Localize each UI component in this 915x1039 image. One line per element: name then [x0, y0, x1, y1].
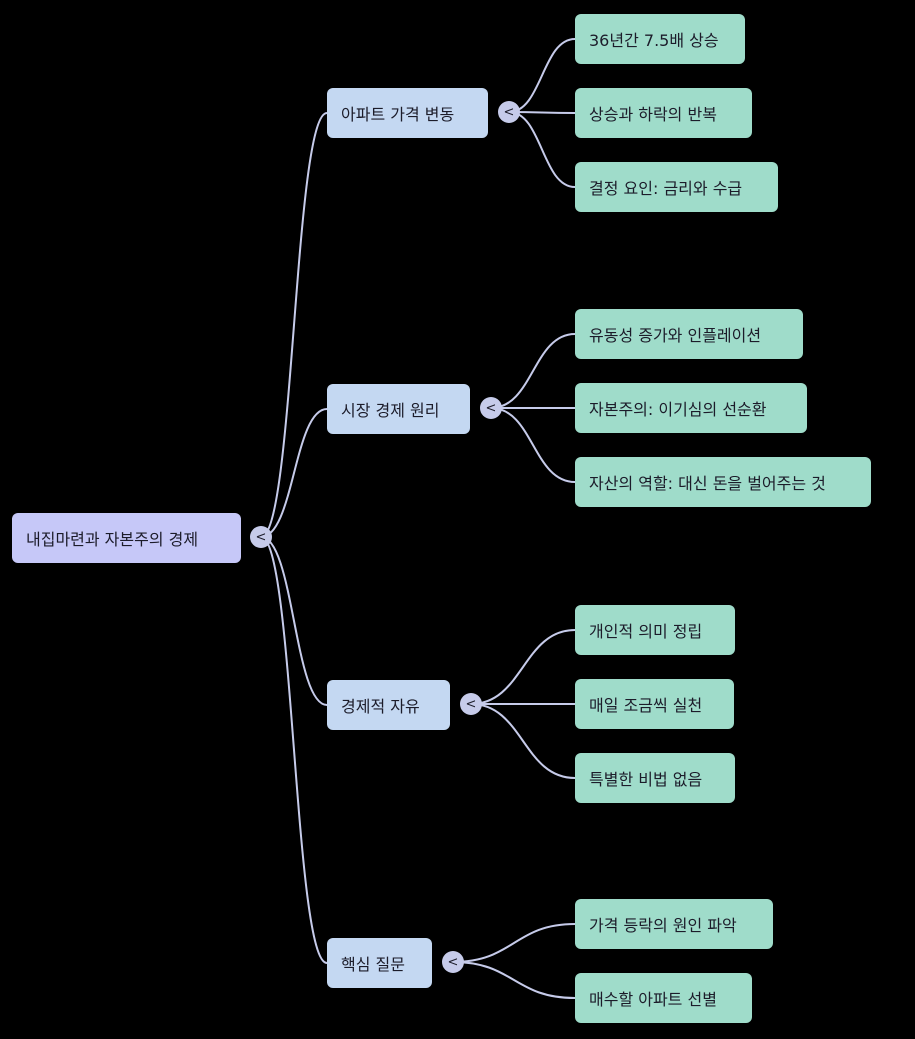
branch-node-apartment-price[interactable]: 아파트 가격 변동 — [327, 88, 488, 138]
collapse-toggle-branch[interactable]: < — [480, 397, 502, 419]
leaf-label: 개인적 의미 정립 — [589, 622, 703, 641]
edge-branch-to-leaf — [508, 38, 576, 113]
leaf-node[interactable]: 개인적 의미 정립 — [575, 605, 735, 655]
edge-branch-to-leaf — [452, 923, 576, 963]
collapse-toggle-branch[interactable]: < — [460, 693, 482, 715]
collapse-toggle-branch[interactable]: < — [498, 101, 520, 123]
root-label: 내집마련과 자본주의 경제 — [26, 530, 199, 549]
branch-node-economic-freedom[interactable]: 경제적 자유 — [327, 680, 450, 730]
leaf-label: 특별한 비법 없음 — [589, 770, 703, 789]
edge-root-to-branch — [260, 536, 328, 706]
branch-node-key-questions[interactable]: 핵심 질문 — [327, 938, 432, 988]
edge-branch-to-leaf — [490, 407, 576, 483]
branch-label: 경제적 자유 — [341, 697, 420, 716]
leaf-node[interactable]: 특별한 비법 없음 — [575, 753, 735, 803]
leaf-node[interactable]: 가격 등락의 원인 파악 — [575, 899, 773, 949]
leaf-label: 매일 조금씩 실천 — [589, 696, 703, 715]
collapse-toggle-branch[interactable]: < — [442, 951, 464, 973]
edge-branch-to-leaf — [508, 111, 576, 188]
leaf-node[interactable]: 매일 조금씩 실천 — [575, 679, 734, 729]
leaf-label: 가격 등락의 원인 파악 — [589, 916, 737, 935]
leaf-label: 결정 요인: 금리와 수급 — [589, 179, 743, 198]
edge-branch-to-leaf — [470, 703, 576, 779]
edge-root-to-branch — [260, 408, 328, 538]
leaf-label: 상승과 하락의 반복 — [589, 105, 717, 124]
leaf-node[interactable]: 36년간 7.5배 상승 — [575, 14, 745, 64]
branch-label: 핵심 질문 — [341, 955, 405, 974]
leaf-node[interactable]: 유동성 증가와 인플레이션 — [575, 309, 803, 359]
leaf-label: 36년간 7.5배 상승 — [589, 31, 719, 50]
leaf-node[interactable]: 결정 요인: 금리와 수급 — [575, 162, 778, 212]
edge-branch-to-leaf — [452, 961, 576, 999]
leaf-node[interactable]: 상승과 하락의 반복 — [575, 88, 752, 138]
branch-label: 시장 경제 원리 — [341, 401, 440, 420]
edge-root-to-branch — [260, 112, 328, 538]
edge-branch-to-leaf — [490, 333, 576, 409]
leaf-label: 유동성 증가와 인플레이션 — [589, 326, 762, 345]
leaf-label: 자본주의: 이기심의 선순환 — [589, 400, 767, 419]
collapse-toggle-root[interactable]: < — [250, 526, 272, 548]
leaf-label: 자산의 역할: 대신 돈을 벌어주는 것 — [589, 474, 826, 493]
root-node[interactable]: 내집마련과 자본주의 경제 — [12, 513, 241, 563]
leaf-node[interactable]: 자산의 역할: 대신 돈을 벌어주는 것 — [575, 457, 871, 507]
leaf-label: 매수할 아파트 선별 — [589, 990, 717, 1009]
edge-branch-to-leaf — [470, 629, 576, 705]
edge-root-to-branch — [260, 536, 328, 964]
leaf-node[interactable]: 매수할 아파트 선별 — [575, 973, 752, 1023]
leaf-node[interactable]: 자본주의: 이기심의 선순환 — [575, 383, 807, 433]
branch-label: 아파트 가격 변동 — [341, 105, 455, 124]
branch-node-market-economy[interactable]: 시장 경제 원리 — [327, 384, 470, 434]
